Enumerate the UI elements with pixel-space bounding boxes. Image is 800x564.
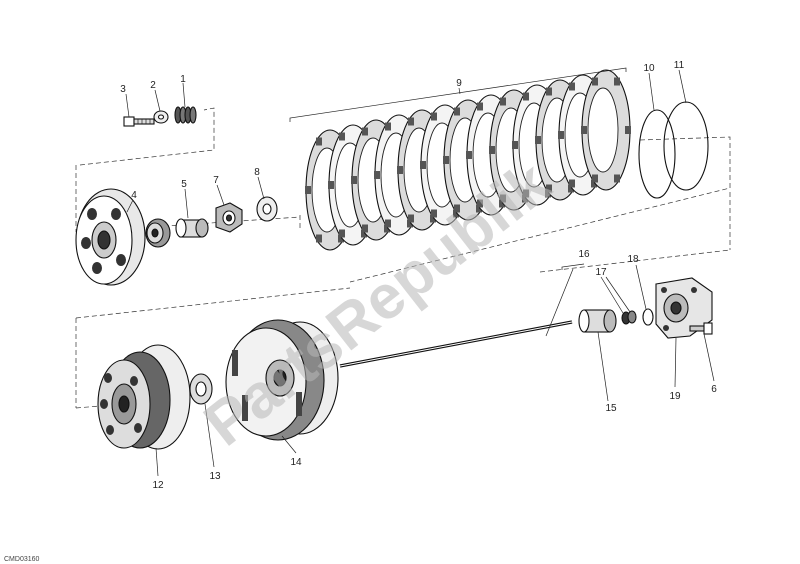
- part-label: 19: [669, 391, 681, 402]
- plate-tab: [362, 224, 368, 233]
- part-label: 4: [131, 190, 137, 201]
- plate-tab: [431, 209, 437, 218]
- plate-tab: [407, 219, 413, 228]
- part-15-piston: [578, 309, 617, 333]
- plate-tab: [477, 199, 483, 208]
- plate-tab: [523, 189, 529, 198]
- plate-tab: [569, 179, 575, 188]
- part-label: 18: [627, 254, 639, 265]
- leader-lines: [125, 67, 715, 477]
- plate-tab: [523, 92, 529, 101]
- plate-tab: [328, 181, 334, 189]
- part-label: 15: [605, 403, 617, 414]
- part-19-slave-cylinder: [655, 277, 713, 339]
- part-label: 12: [152, 480, 164, 491]
- plate-tab: [338, 234, 344, 243]
- part-6-screw: [689, 322, 713, 335]
- plate-tab: [535, 136, 541, 144]
- part-3-bolt: [123, 116, 155, 127]
- plate-tab: [546, 87, 552, 96]
- plate-tab: [592, 77, 598, 86]
- plate-tab: [545, 189, 551, 198]
- part-17-seal: [621, 310, 637, 325]
- part-11-ring: [663, 101, 709, 191]
- plate-tab: [512, 141, 518, 149]
- part-label: 2: [150, 80, 156, 91]
- plate-tab: [431, 112, 437, 121]
- part-label: 11: [674, 60, 685, 71]
- part-18-circlip: [642, 308, 654, 326]
- part-label: 16: [578, 249, 590, 260]
- plate-tab: [443, 156, 449, 164]
- plate-tab: [351, 176, 357, 184]
- plate-tab: [339, 132, 345, 141]
- part-2-washer: [153, 110, 169, 124]
- part-7-nut: [215, 202, 243, 233]
- plate-tab: [489, 146, 495, 154]
- plate-tab: [581, 126, 587, 134]
- part-label: 13: [209, 471, 221, 482]
- part-label: 9: [456, 78, 462, 89]
- plate-tab: [625, 126, 631, 134]
- plate-tab: [385, 219, 391, 228]
- part-label: 6: [711, 384, 717, 395]
- plate-tab: [420, 161, 426, 169]
- push-rod: [339, 320, 573, 368]
- part-10-ring: [638, 109, 676, 199]
- part-4-pressure-plate: [75, 188, 146, 286]
- part-5-bushing: [145, 218, 209, 248]
- plate-tab: [476, 204, 482, 213]
- plate-tab: [408, 117, 414, 126]
- part-label: 1: [180, 74, 186, 85]
- plate-tab: [546, 184, 552, 193]
- plate-tab: [397, 166, 403, 174]
- plate-tab: [385, 122, 391, 131]
- plate-tab: [568, 184, 574, 193]
- part-14-clutch-basket: [225, 319, 339, 441]
- plate-tab: [569, 82, 575, 91]
- plate-tab: [522, 194, 528, 203]
- part-label: 17: [595, 267, 607, 278]
- plate-tab: [500, 194, 506, 203]
- plate-tab: [477, 102, 483, 111]
- plate-tab: [339, 229, 345, 238]
- part-label: 10: [643, 63, 655, 74]
- part-label: 3: [120, 84, 126, 95]
- plate-tab: [614, 174, 620, 183]
- plate-tab: [430, 214, 436, 223]
- plate-tab: [499, 199, 505, 208]
- plate-tab: [362, 127, 368, 136]
- plate-tab: [316, 234, 322, 243]
- part-label: 7: [213, 175, 219, 186]
- plate-tab: [361, 229, 367, 238]
- part-number-labels: 1 2 3 4 5 6 7 8 9 10 11 12 13 14 15 16 1…: [120, 60, 717, 491]
- plate-tab: [466, 151, 472, 159]
- drawing-code: CMD03160: [4, 556, 40, 563]
- part-label: 8: [254, 167, 260, 178]
- plate-tab: [454, 204, 460, 213]
- part-label: 5: [181, 179, 187, 190]
- plate-tab: [454, 107, 460, 116]
- part-1-spring: [174, 106, 197, 124]
- part-8-washer: [256, 196, 278, 222]
- plate-tab: [305, 186, 311, 194]
- part-12-clutch-hub: [97, 344, 191, 450]
- plate-tab: [316, 137, 322, 146]
- plate-tab: [500, 97, 506, 106]
- part-label: 14: [290, 457, 302, 468]
- part-9-clutch-plate-stack: [305, 69, 631, 251]
- plate-tab: [591, 179, 597, 188]
- plate-tab: [374, 171, 380, 179]
- plate-tab: [614, 77, 620, 86]
- plate-tab: [592, 174, 598, 183]
- plate-tab: [408, 214, 414, 223]
- plate-tab: [558, 131, 564, 139]
- clutch-plate-bore: [587, 87, 619, 173]
- plate-tab: [384, 224, 390, 233]
- part-13-thrust-washer: [189, 373, 213, 405]
- plate-tab: [453, 209, 459, 218]
